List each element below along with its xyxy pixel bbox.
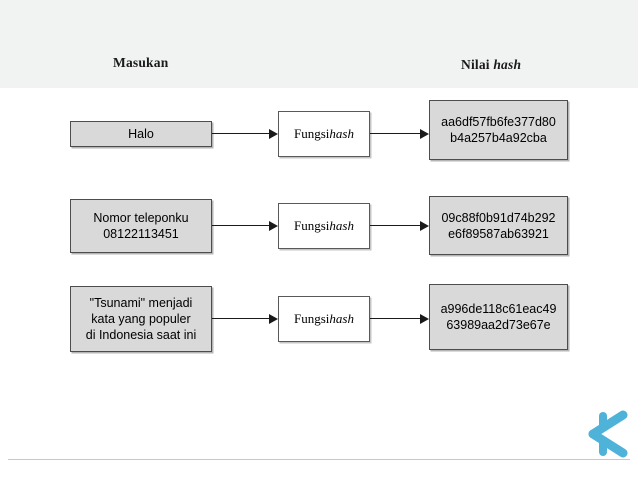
function-box-row-2: Fungsi hash — [278, 203, 370, 249]
header-band: Masukan Nilai hash — [0, 0, 638, 88]
input-text-row-1: Halo — [128, 127, 154, 141]
function-label-prefix-row-3: Fungsi — [294, 311, 330, 326]
arrow-function-to-hash-row-2 — [370, 221, 429, 231]
arrow-shaft — [370, 133, 420, 135]
function-label-italic-row-1: hash — [329, 126, 354, 141]
arrow-shaft — [212, 133, 269, 135]
k-logo-icon — [583, 409, 631, 459]
hash-text-row-2-line-2: e6f89587ab63921 — [448, 226, 549, 241]
arrow-head — [420, 221, 429, 231]
input-box-row-1: Halo — [70, 121, 212, 147]
hash-text-row-3-line-1: a996de118c61eac49 — [440, 302, 557, 316]
hash-box-row-3: a996de118c61eac49 63989aa2d73e67e — [429, 284, 568, 350]
arrow-function-to-hash-row-3 — [370, 314, 429, 324]
arrow-head — [269, 314, 278, 324]
input-text-row-2-line-1: Nomor teleponku — [93, 211, 189, 225]
input-box-row-3: "Tsunami" menjadi kata yang populer di I… — [70, 286, 212, 352]
column-header-input: Masukan — [113, 55, 168, 71]
hash-text-row-1-line-2: b4a257b4a92cba — [450, 131, 547, 145]
footer-divider — [8, 459, 630, 460]
column-header-hash: Nilai hash — [461, 57, 521, 73]
function-box-row-1: Fungsi hash — [278, 111, 370, 157]
hash-function-diagram: Halo Fungsi hash aa6df57fb6fe377d80 b4a2… — [0, 88, 638, 458]
arrow-head — [420, 129, 429, 139]
arrow-shaft — [212, 318, 269, 320]
arrow-shaft — [370, 225, 420, 227]
function-box-row-3: Fungsi hash — [278, 296, 370, 342]
hash-text-row-3-line-2: 63989aa2d73e67e — [446, 318, 551, 332]
arrow-input-to-function-row-2 — [212, 221, 278, 231]
arrow-head — [420, 314, 429, 324]
function-label-italic-row-3: hash — [329, 311, 354, 326]
arrow-shaft — [212, 225, 269, 227]
arrow-shaft — [370, 318, 420, 320]
input-box-row-2: Nomor teleponku 08122113451 — [70, 199, 212, 253]
arrow-head — [269, 221, 278, 231]
hash-box-row-2: 09c88f0b91d74b292 e6f89587ab63921 — [429, 196, 568, 255]
hash-text-row-1-line-1: aa6df57fb6fe377d80 — [441, 115, 556, 129]
arrow-input-to-function-row-1 — [212, 129, 278, 139]
function-label-italic-row-2: hash — [329, 218, 354, 233]
arrow-function-to-hash-row-1 — [370, 129, 429, 139]
column-header-input-text: Masukan — [113, 55, 169, 70]
arrow-head — [269, 129, 278, 139]
input-text-row-3-line-1: "Tsunami" menjadi — [89, 296, 193, 310]
hash-box-row-1: aa6df57fb6fe377d80 b4a257b4a92cba — [429, 100, 568, 160]
hash-text-row-2-line-1: 09c88f0b91d74b292 — [441, 210, 556, 225]
input-text-row-3-line-3: di Indonesia saat ini — [85, 328, 197, 342]
input-text-row-2-line-2: 08122113451 — [103, 227, 179, 241]
column-header-hash-italic: hash — [493, 57, 522, 72]
input-text-row-3-line-2: kata yang populer — [91, 312, 191, 326]
function-label-prefix-row-2: Fungsi — [294, 218, 330, 233]
function-label-prefix-row-1: Fungsi — [294, 126, 330, 141]
arrow-input-to-function-row-3 — [212, 314, 278, 324]
column-header-hash-prefix: Nilai — [461, 57, 494, 72]
